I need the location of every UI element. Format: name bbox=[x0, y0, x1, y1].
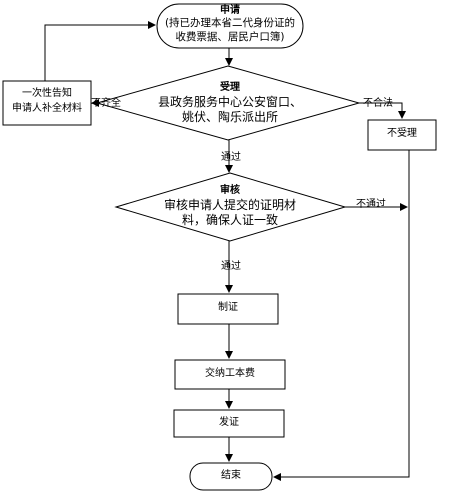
review-decision bbox=[114, 172, 347, 242]
edge-label-fail: 不通过 bbox=[356, 199, 386, 210]
review-line2: 料，确保人证一致 bbox=[181, 213, 278, 227]
edge-notify-start bbox=[44, 21, 156, 81]
accept-line2: 姚伏、陶乐派出所 bbox=[181, 110, 278, 124]
end-node bbox=[189, 462, 273, 491]
start-node bbox=[156, 3, 304, 49]
edge-label-pass1: 通过 bbox=[221, 152, 241, 163]
start-title: 申请 bbox=[220, 5, 240, 16]
make-label: 制证 bbox=[218, 302, 238, 313]
reject-node bbox=[367, 119, 437, 151]
start-line2: 收费票据、居民户口簿) bbox=[175, 31, 285, 43]
review-title: 审核 bbox=[220, 185, 240, 196]
review-line1: 审核申请人提交的证明材 bbox=[163, 198, 296, 212]
edge-label-illegal: 不合法 bbox=[363, 98, 393, 109]
make-node bbox=[177, 293, 279, 325]
edge-label-pass2: 通过 bbox=[221, 261, 241, 272]
pay-label: 交纳工本费 bbox=[205, 368, 255, 379]
reject-label: 不受理 bbox=[387, 128, 417, 139]
edge-label-incomplete: 不齐全 bbox=[91, 98, 121, 109]
edge-accept-reject bbox=[359, 102, 406, 119]
edge-reject-end bbox=[273, 150, 410, 481]
notify-line1: 一次性告知 bbox=[22, 88, 72, 99]
end-label: 结束 bbox=[221, 470, 241, 481]
accept-title: 受理 bbox=[220, 82, 240, 93]
notify-line2: 申请人补全材料 bbox=[12, 103, 82, 114]
issue-label: 发证 bbox=[219, 417, 239, 428]
start-line1: (持已办理本省二代身份证的 bbox=[164, 17, 296, 29]
pay-node bbox=[174, 359, 286, 390]
accept-decision bbox=[95, 65, 361, 141]
accept-line1: 县政务服务中心公安窗口、 bbox=[157, 95, 302, 109]
